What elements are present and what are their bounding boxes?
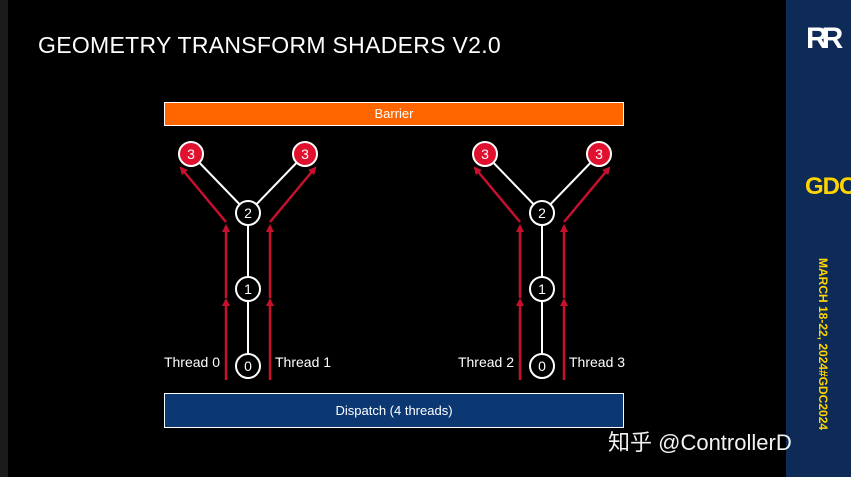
tree-edge	[484, 153, 543, 214]
watermark: 知乎 @ControllerD	[608, 430, 792, 455]
node-label: 1	[244, 281, 252, 297]
thread-label: Thread 0	[164, 354, 220, 370]
event-date: MARCH 18-22, 2024	[816, 258, 830, 371]
tree-node	[529, 276, 555, 302]
node-label: 2	[538, 205, 546, 221]
dispatch-bar: Dispatch (4 threads)	[164, 393, 624, 428]
barrier-label: Barrier	[374, 106, 414, 121]
barrier-bar: Barrier	[164, 102, 624, 126]
slide-title: GEOMETRY TRANSFORM SHADERS V2.0	[38, 32, 502, 58]
thread-arrow-segment	[179, 166, 227, 223]
node-label: 3	[595, 146, 603, 162]
node-label: 3	[187, 146, 195, 162]
thread-label: Thread 3	[569, 354, 625, 370]
tree-node	[235, 353, 261, 379]
thread-label: Thread 1	[275, 354, 331, 370]
tree-edge	[190, 153, 249, 214]
rr-logo: RR	[806, 22, 843, 55]
dispatch-label: Dispatch (4 threads)	[335, 403, 453, 418]
gdc-sidebar	[786, 0, 851, 477]
leaf-node	[178, 141, 204, 167]
leaf-node	[586, 141, 612, 167]
thread-arrow-segment	[563, 166, 611, 223]
event-hashtag: #GDC2024	[816, 370, 830, 431]
node-label: 1	[538, 281, 546, 297]
thread-arrow-segment	[473, 166, 521, 223]
tree-node	[529, 200, 555, 226]
thread-arrow-segment	[269, 166, 317, 223]
thread-label: Thread 2	[458, 354, 514, 370]
node-label: 0	[538, 358, 546, 374]
tree-edge	[541, 153, 600, 214]
node-label: 3	[301, 146, 309, 162]
tree-edge	[247, 153, 306, 214]
node-label: 2	[244, 205, 252, 221]
gdc-logo: GDC	[805, 173, 851, 200]
tree-node	[235, 276, 261, 302]
tree-node	[235, 200, 261, 226]
tree-node	[529, 353, 555, 379]
node-label: 3	[481, 146, 489, 162]
leaf-node	[292, 141, 318, 167]
leaf-node	[472, 141, 498, 167]
node-label: 0	[244, 358, 252, 374]
